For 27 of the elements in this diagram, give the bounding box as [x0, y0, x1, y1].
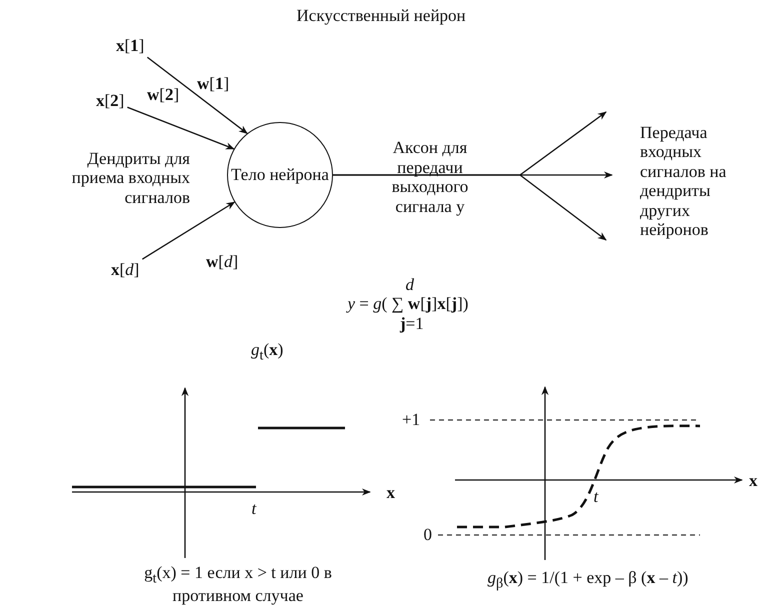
input-label: x[2] — [96, 91, 124, 111]
tick-label: +1 — [402, 410, 420, 430]
tick-label: t — [594, 487, 598, 507]
formula-caption: g$_{t}$(x) = 1 если x > t или 0 в противном случае — [143, 562, 333, 606]
axis-label: x — [749, 471, 758, 491]
annotation-text: Дендриты для приема входных сигналов — [70, 148, 190, 208]
tick-label: t — [252, 499, 256, 519]
formula-text: y = g( ∑ w[j]x[j]) — [348, 294, 468, 314]
edge-label: w[d] — [206, 252, 238, 272]
input-label: x[1] — [116, 36, 144, 56]
arrow — [127, 106, 235, 150]
arrow — [146, 56, 248, 134]
edge-label: w[1] — [197, 74, 230, 94]
annotation-text: Аксон для передачи выходного сигнала y — [390, 138, 470, 216]
neuron-body-circle: Тело нейрона — [227, 122, 333, 228]
edge-label: w[2] — [147, 85, 180, 105]
diagram-title: Искусственный нейрон — [296, 6, 466, 26]
input-label: x[d] — [111, 260, 140, 280]
arrow — [333, 174, 607, 241]
formula-caption: g$_{β}$(x) = 1/(1 + exp – β (x – t)) — [488, 568, 688, 592]
tick-label: 0 — [424, 525, 432, 545]
axis-label: x — [386, 483, 395, 503]
arrow — [142, 202, 236, 260]
formula-index: j=1 — [400, 314, 424, 334]
annotation-text: Передача входных сигналов на дендриты других нейронов — [640, 122, 728, 240]
axis-label: g$_{t}$(x) — [251, 340, 284, 364]
formula-index: d — [406, 275, 414, 295]
